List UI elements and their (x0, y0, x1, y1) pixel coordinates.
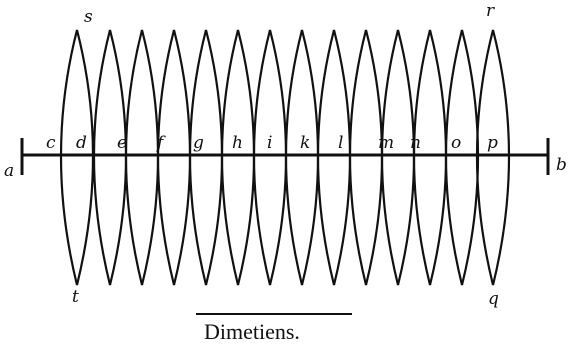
lens-5 (188, 29, 224, 286)
letter-g: g (193, 133, 204, 153)
label-end-left: a (4, 161, 14, 181)
lens-shapes (59, 29, 511, 286)
label-bottom-left: t (72, 287, 79, 307)
letter-e: e (117, 133, 127, 153)
label-bottom-right: q (488, 289, 499, 309)
lens-14 (475, 29, 511, 286)
lens-3 (124, 29, 160, 286)
label-top-right: r (486, 1, 495, 21)
letter-n: n (410, 133, 421, 153)
lens-1 (59, 29, 95, 286)
lens-4 (156, 29, 192, 286)
lens-11 (380, 29, 416, 286)
label-top-left: s (84, 7, 93, 27)
letter-h: h (232, 133, 243, 153)
letter-l: l (338, 133, 343, 153)
letter-o: o (451, 133, 461, 153)
lens-2 (92, 29, 128, 286)
letter-d: d (76, 133, 87, 153)
lens-10 (348, 29, 384, 286)
caption: Dimetiens. (204, 319, 300, 344)
letter-f: f (155, 133, 166, 153)
lens-6 (220, 29, 256, 286)
lens-8 (284, 29, 320, 286)
letter-p: p (487, 133, 498, 153)
letter-c: c (46, 133, 56, 153)
lens-13 (444, 29, 480, 286)
lens-12 (412, 29, 448, 286)
letter-m: m (378, 133, 394, 153)
letter-i: i (267, 133, 272, 153)
letter-k: k (300, 133, 310, 153)
lens-7 (252, 29, 288, 286)
label-end-right: b (556, 155, 567, 175)
lens-9 (316, 29, 352, 286)
